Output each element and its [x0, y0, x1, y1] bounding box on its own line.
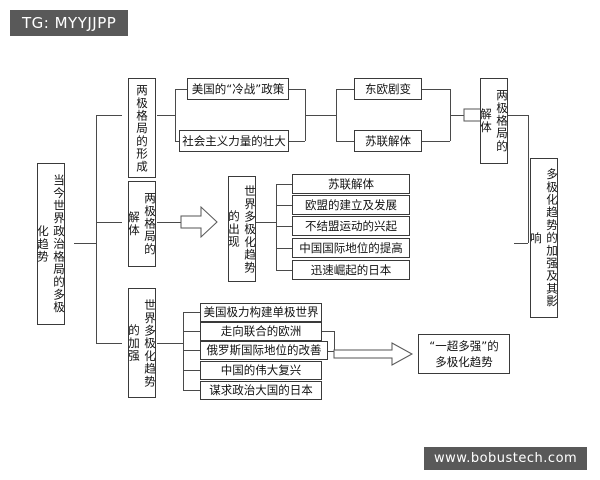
result-line-1: “一超多强”的	[429, 339, 499, 354]
connector-event1-out	[422, 89, 450, 90]
connector-to-factor-b1	[183, 312, 200, 313]
connector-to-factor-b5	[183, 390, 200, 391]
node-branch-disintegration[interactable]: 两极格局的解体	[127, 181, 157, 267]
connector-to-event1	[336, 89, 354, 90]
connector-events-merge-out	[450, 115, 464, 116]
tag-label: TG: MYYJJPP	[10, 10, 129, 36]
node-event-soviet-dissolution[interactable]: 苏联解体	[354, 130, 422, 152]
connector-outcome-stub	[256, 222, 276, 223]
connector-to-factor-a5	[276, 270, 292, 271]
connector-factors-spine	[276, 184, 277, 270]
connector-to-factor-a3	[276, 226, 292, 227]
connector-cause1-out	[289, 89, 305, 90]
node-result-bipolar-collapse[interactable]: 两极格局的解体	[479, 78, 509, 164]
connector-factor-b3-out	[328, 351, 336, 352]
connector-conclusion-spine	[528, 115, 529, 243]
node-branch-formation[interactable]: 两极格局的形成	[128, 78, 156, 178]
connector-to-event2	[336, 141, 354, 142]
connector-branch1-stub	[157, 115, 175, 116]
connector-to-factor-b3	[183, 350, 200, 351]
connector-factors-b-merge-spine	[334, 331, 335, 351]
node-factor-china-status[interactable]: 中国国际地位的提高	[292, 238, 410, 258]
connector-branch3-stub	[157, 343, 183, 344]
arrow-to-one-super-many-strong	[333, 342, 414, 366]
result-line-2: 多极化趋势	[435, 354, 493, 369]
connector-root-to-branch1	[96, 115, 122, 116]
node-factor-non-aligned-movement[interactable]: 不结盟运动的兴起	[292, 216, 410, 236]
node-event-eastern-europe-upheaval[interactable]: 东欧剧变	[354, 78, 422, 100]
connector-root-to-branch2	[96, 222, 122, 223]
node-factor-soviet-dissolution[interactable]: 苏联解体	[292, 174, 410, 194]
connector-events-split-spine	[336, 89, 337, 141]
connector-to-factor-a1	[276, 184, 292, 185]
connector-branch1-to-cause1	[175, 89, 187, 90]
connector-to-factor-a4	[276, 248, 292, 249]
connector-bipolar-collapse-to-conclusion	[508, 115, 528, 116]
connector-root-to-branch3	[96, 343, 122, 344]
node-conclusion-impact[interactable]: 多极化趋势的加强及其影响	[529, 158, 559, 318]
connector-root-stub	[74, 243, 96, 244]
connector-branch1-spine	[175, 89, 176, 141]
arrow-to-multipolar-emergence	[180, 205, 218, 239]
connector-causes-merge-out	[305, 115, 336, 116]
node-root[interactable]: 当今世界政治格局的多极化趋势	[36, 163, 66, 325]
node-factor-japan-rise[interactable]: 迅速崛起的日本	[292, 260, 410, 280]
connector-conclusion-in	[514, 243, 528, 244]
connector-branch3-spine	[183, 312, 184, 390]
node-cause-cold-war-policy[interactable]: 美国的“冷战”政策	[187, 78, 289, 100]
connector-event2-out	[422, 141, 450, 142]
connector-to-factor-a2	[276, 205, 292, 206]
node-factor-japan-political[interactable]: 谋求政治大国的日本	[200, 381, 322, 400]
node-result-one-super-many-strong[interactable]: “一超多强”的 多极化趋势	[418, 334, 510, 374]
node-branch-strengthening[interactable]: 世界多极化趋势的加强	[127, 288, 157, 398]
node-factor-russia-status[interactable]: 俄罗斯国际地位的改善	[200, 341, 328, 360]
connector-root-spine	[96, 115, 97, 343]
connector-to-factor-b4	[183, 370, 200, 371]
node-factor-us-unipolar[interactable]: 美国极力构建单极世界	[200, 303, 322, 322]
node-factor-europe-union[interactable]: 走向联合的欧洲	[200, 322, 322, 341]
connector-cause2-out	[289, 141, 305, 142]
node-factor-eu-founding[interactable]: 欧盟的建立及发展	[292, 195, 410, 215]
node-cause-socialist-strength[interactable]: 社会主义力量的壮大	[179, 130, 289, 152]
connector-factor-b2-out	[322, 331, 334, 332]
connector-to-factor-b2	[183, 331, 200, 332]
watermark-label: www.bobustech.com	[424, 447, 588, 470]
node-factor-china-revival[interactable]: 中国的伟大复兴	[200, 361, 322, 380]
node-outcome-multipolar-emergence[interactable]: 世界多极化趋势的出现	[227, 176, 257, 282]
connector-branch2-stub	[157, 222, 181, 223]
